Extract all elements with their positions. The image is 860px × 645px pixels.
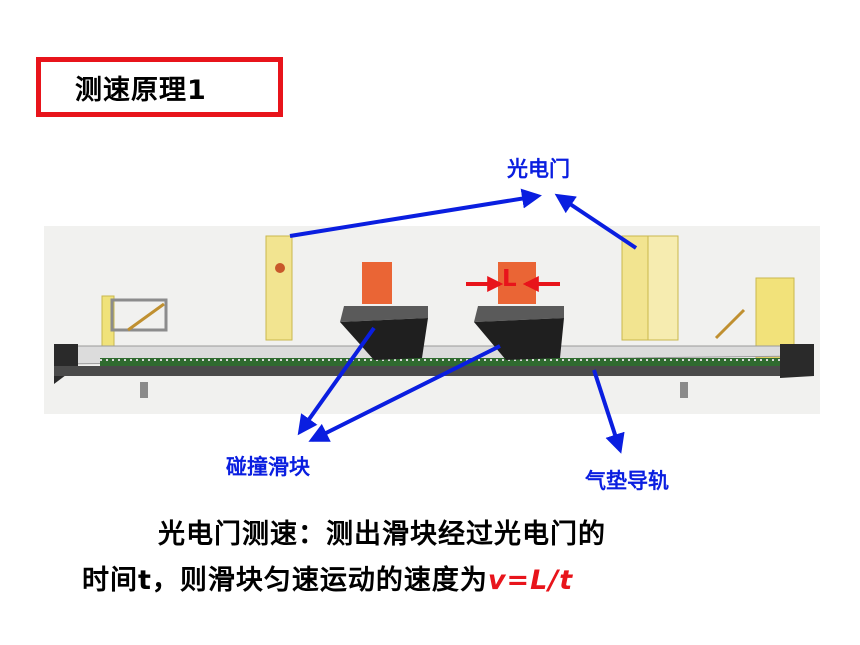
slider-1-top bbox=[340, 306, 428, 322]
slider-1-body bbox=[340, 318, 428, 360]
photo-background bbox=[44, 226, 820, 414]
arrow-to-slider-2 bbox=[308, 344, 501, 442]
track-foot-left bbox=[140, 382, 148, 398]
track-body bbox=[54, 366, 814, 376]
arrow-to-photogate-from-right bbox=[554, 193, 638, 250]
track-right-end bbox=[780, 344, 814, 378]
caption-line-2: 时间t，则滑块匀速运动的速度为v=L/t bbox=[82, 558, 573, 597]
length-mark: L bbox=[502, 266, 517, 292]
air-track-label: 气垫导轨 bbox=[585, 469, 669, 493]
track-foot-right bbox=[680, 382, 688, 398]
air-track-apparatus bbox=[44, 226, 820, 414]
slider-1-flag bbox=[362, 262, 392, 304]
photogate-label: 光电门 bbox=[507, 157, 570, 181]
slider-2-body bbox=[474, 318, 564, 360]
right-end-stand bbox=[755, 277, 795, 359]
arrow-to-air-track bbox=[592, 369, 625, 454]
arrow-to-photogate-from-left bbox=[289, 188, 542, 238]
slider-label: 碰撞滑块 bbox=[226, 455, 310, 479]
caption-text-2: 时间t，则滑块匀速运动的速度为 bbox=[82, 565, 488, 596]
caption-line-1: 光电门测速：测出滑块经过光电门的 bbox=[158, 512, 606, 551]
slider-2-top bbox=[474, 306, 564, 322]
photogate-right-frame bbox=[647, 235, 679, 341]
scale-strip bbox=[100, 358, 790, 366]
left-bracket bbox=[110, 298, 168, 332]
right-rod bbox=[714, 308, 746, 340]
caption-text-1: 光电门测速：测出滑块经过光电门的 bbox=[158, 519, 606, 550]
photogate-left bbox=[265, 235, 293, 341]
left-rod bbox=[127, 302, 165, 332]
page-title: 测速原理1 bbox=[75, 74, 207, 106]
photogate-left-sensor bbox=[275, 263, 285, 273]
arrow-to-slider-1 bbox=[297, 326, 376, 436]
photogate-right bbox=[621, 235, 649, 341]
velocity-formula: v=L/t bbox=[487, 565, 574, 596]
title-box: 测速原理1 bbox=[36, 57, 283, 117]
